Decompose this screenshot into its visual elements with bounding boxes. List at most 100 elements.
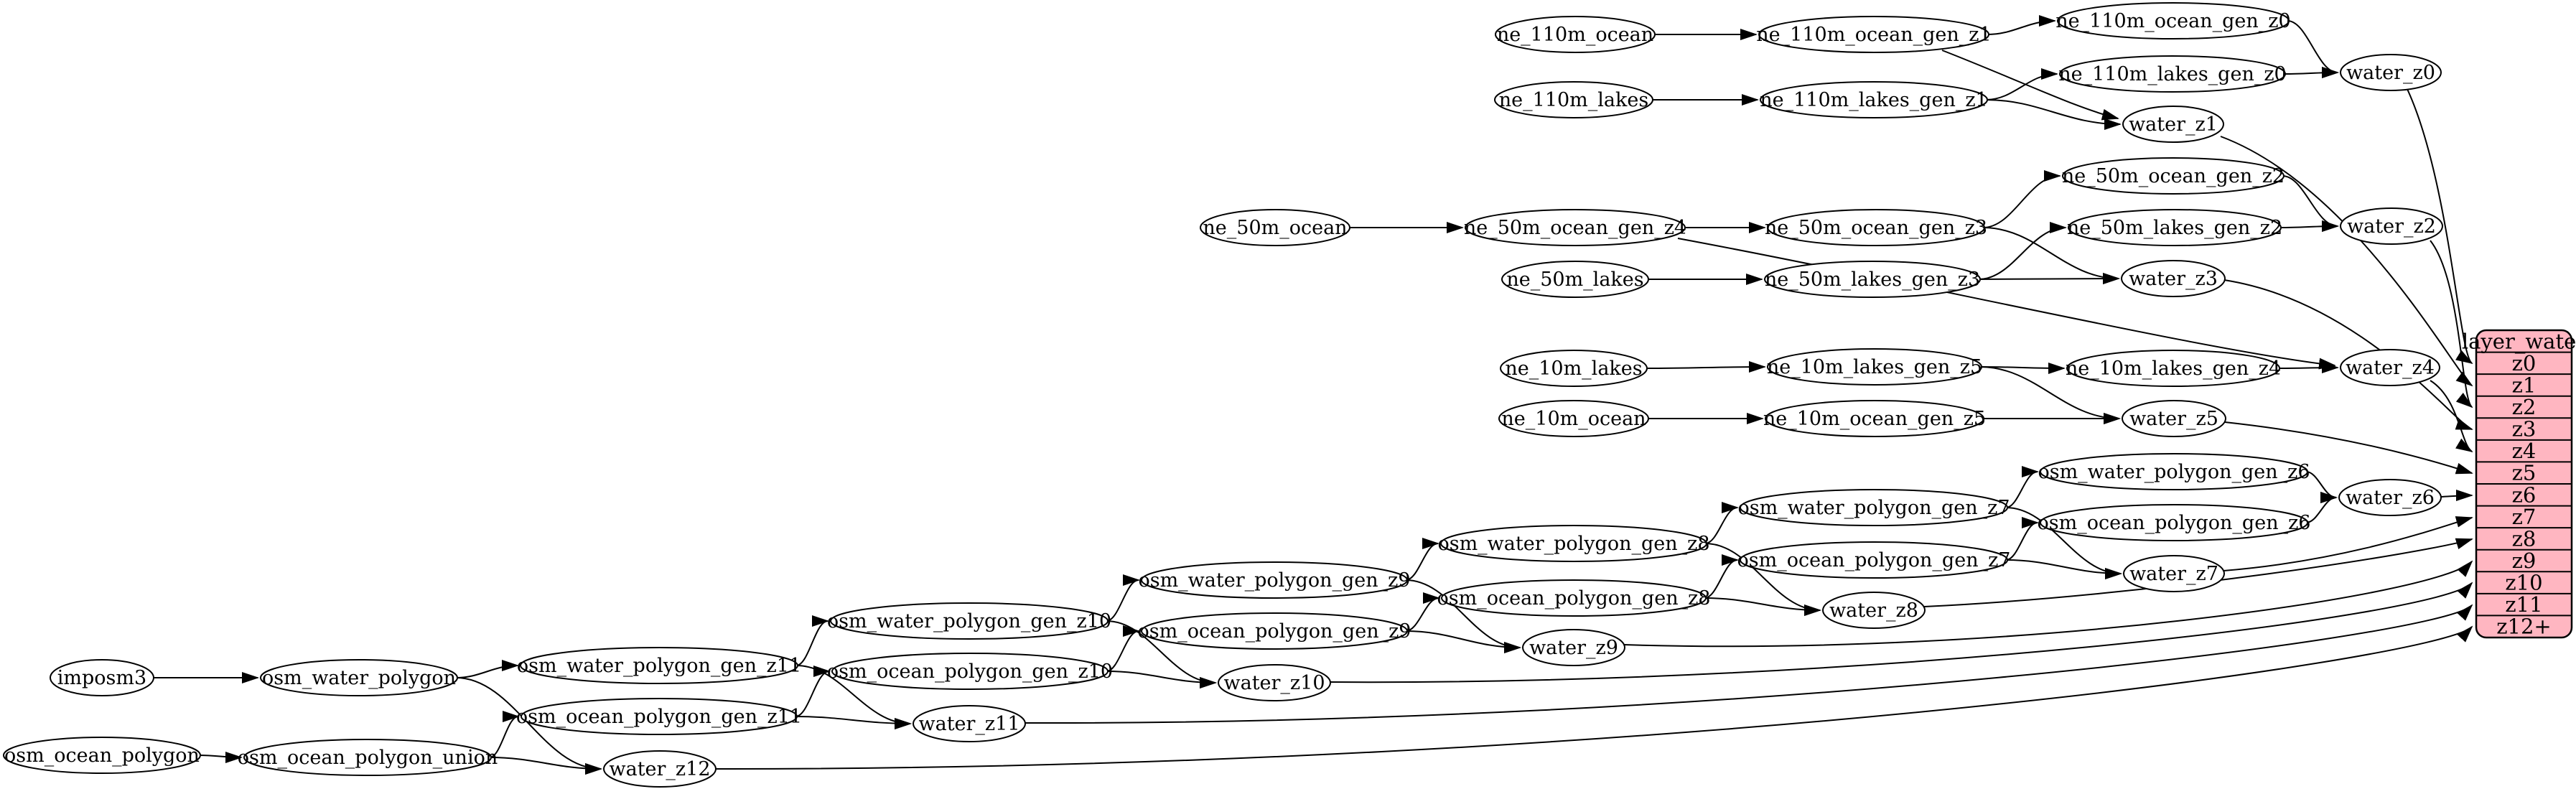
node-ellipse-osm_ocean_polygon_gen_z9 (1141, 612, 1408, 650)
node-ellipse-osm_ocean_polygon_gen_z8 (1441, 579, 1707, 617)
node-ellipse-water_z2 (2340, 207, 2443, 245)
node-osm_water_polygon_gen_z7: osm_water_polygon_gen_z7 (1737, 489, 2010, 526)
table-row-z4: z4 (2512, 439, 2537, 463)
table-header-label: layer_water (2462, 329, 2576, 354)
node-ellipse-osm_water_polygon_gen_z8 (1440, 525, 1707, 562)
node-osm_ocean_polygon_gen_z9: osm_ocean_polygon_gen_z9 (1138, 612, 1411, 650)
table-row-z11: z11 (2505, 592, 2542, 617)
edge-ne_110m_lakes_gen_z0-to-water_z0 (2283, 67, 2339, 79)
node-ellipse-ne_110m_lakes_gen_z0 (2059, 55, 2286, 93)
edge-water_z4-to-layer_water-z4 (2430, 380, 2473, 453)
table-row-z10: z10 (2505, 571, 2542, 595)
node-label-ne_110m_lakes: ne_110m_lakes (1499, 89, 1648, 111)
node-label-osm_water_polygon_gen_z10: osm_water_polygon_gen_z10 (827, 610, 1111, 632)
edge-water_z2-to-layer_water-z2 (2430, 240, 2473, 408)
node-ellipse-water_z0 (2340, 54, 2442, 91)
node-ne_110m_ocean: ne_110m_ocean (1495, 16, 1656, 53)
node-osm_ocean_polygon_gen_z10: osm_ocean_polygon_gen_z10 (827, 653, 1113, 690)
node-ellipse-osm_ocean_polygon_union (243, 739, 492, 776)
node-ne_10m_lakes_gen_z5: ne_10m_lakes_gen_z5 (1767, 348, 1982, 386)
node-ellipse-osm_water_polygon_gen_z6 (2040, 453, 2308, 490)
node-ellipse-ne_50m_ocean (1200, 209, 1350, 246)
node-label-water_z11: water_z11 (918, 713, 1019, 735)
node-label-ne_110m_ocean: ne_110m_ocean (1497, 24, 1653, 46)
node-ellipse-water_z4 (2340, 349, 2440, 386)
node-label-ne_10m_lakes_gen_z4: ne_10m_lakes_gen_z4 (2066, 358, 2281, 380)
node-ellipse-water_z3 (2121, 260, 2226, 297)
edge-water_z0-to-layer_water-z0 (2406, 87, 2473, 365)
node-label-osm_water_polygon_gen_z9: osm_water_polygon_gen_z9 (1138, 569, 1410, 592)
table-row-z8: z8 (2512, 526, 2537, 551)
node-ellipse-water_z8 (1822, 592, 1926, 629)
edge-ne_110m_ocean_gen_z1-to-ne_110m_ocean_gen_z0 (1987, 15, 2056, 35)
edge-osm_ocean_polygon_gen_z9-to-osm_ocean_polygon_gen_z8 (1405, 592, 1440, 632)
edge-ne_110m_lakes_gen_z1-to-water_z1 (1985, 99, 2122, 130)
node-ellipse-ne_10m_lakes_gen_z4 (2066, 350, 2280, 387)
edge-osm_ocean_polygon_gen_z7-to-water_z7 (2005, 559, 2122, 579)
node-ne_10m_lakes_gen_z4: ne_10m_lakes_gen_z4 (2066, 350, 2281, 387)
node-ellipse-ne_50m_ocean_gen_z4 (1465, 209, 1686, 246)
node-ellipse-ne_50m_lakes_gen_z3 (1764, 261, 1981, 298)
node-ellipse-ne_10m_lakes_gen_z5 (1767, 348, 1982, 386)
edge-osm_water_polygon_gen_z6-to-water_z6 (2305, 471, 2338, 503)
edge-osm_ocean_polygon_gen_z6-to-water_z6 (2305, 492, 2338, 523)
node-ne_50m_lakes_gen_z2: ne_50m_lakes_gen_z2 (2067, 209, 2282, 246)
edge-water_z12-to-layer_water-z12+ (714, 625, 2473, 770)
node-osm_water_polygon: osm_water_polygon (260, 659, 458, 696)
edge-water_z11-to-layer_water-z11 (1024, 604, 2473, 724)
node-label-ne_10m_ocean: ne_10m_ocean (1501, 408, 1646, 430)
node-label-ne_50m_ocean: ne_50m_ocean (1203, 217, 1347, 239)
edge-osm_water_polygon_gen_z8-to-water_z8 (1704, 543, 1821, 616)
node-label-water_z4: water_z4 (2346, 357, 2435, 379)
node-ne_110m_ocean_gen_z1: ne_110m_ocean_gen_z1 (1756, 16, 1992, 53)
edge-osm_ocean_polygon_union-to-water_z12 (489, 757, 602, 775)
node-ellipse-osm_water_polygon_gen_z7 (1740, 489, 2008, 526)
node-ellipse-osm_ocean_polygon_gen_z7 (1740, 541, 2008, 579)
node-ellipse-osm_water_polygon_gen_z10 (830, 602, 1109, 640)
node-ellipse-osm_water_polygon_gen_z9 (1141, 561, 1408, 599)
node-ne_10m_ocean: ne_10m_ocean (1498, 400, 1649, 437)
node-label-water_z6: water_z6 (2346, 487, 2435, 509)
node-osm_water_polygon_gen_z9: osm_water_polygon_gen_z9 (1138, 561, 1411, 599)
node-osm_ocean_polygon_gen_z7: osm_ocean_polygon_gen_z7 (1737, 541, 2011, 579)
node-ellipse-ne_50m_lakes_gen_z2 (2068, 209, 2282, 246)
node-ellipse-imposm3 (50, 659, 154, 696)
node-label-water_z3: water_z3 (2129, 268, 2218, 290)
node-osm_ocean_polygon_gen_z8: osm_ocean_polygon_gen_z8 (1437, 579, 1710, 617)
node-label-osm_water_polygon_gen_z6: osm_water_polygon_gen_z6 (2038, 461, 2310, 483)
node-ellipse-water_z5 (2122, 400, 2226, 437)
node-osm_water_polygon_gen_z6: osm_water_polygon_gen_z6 (2038, 453, 2310, 490)
edge-ne_10m_lakes-to-ne_10m_lakes_gen_z5 (1645, 361, 1766, 373)
node-ne_10m_lakes: ne_10m_lakes (1500, 350, 1648, 387)
node-water_z4: water_z4 (2340, 349, 2440, 386)
node-label-osm_water_polygon_gen_z7: osm_water_polygon_gen_z7 (1737, 497, 2010, 519)
node-water_z8: water_z8 (1822, 592, 1926, 629)
node-water_z0: water_z0 (2340, 54, 2442, 91)
table-row-z12+: z12+ (2496, 615, 2551, 639)
node-label-osm_water_polygon_gen_z8: osm_water_polygon_gen_z8 (1437, 533, 1709, 555)
edge-osm_ocean_polygon_gen_z8-to-water_z8 (1704, 597, 1821, 616)
node-label-water_z5: water_z5 (2129, 408, 2218, 430)
node-osm_ocean_polygon: osm_ocean_polygon (3, 737, 201, 774)
node-ellipse-ne_110m_ocean_gen_z0 (2057, 2, 2290, 39)
table-row-z9: z9 (2512, 548, 2537, 573)
edge-water_z8-to-layer_water-z8 (1923, 538, 2473, 607)
node-ellipse-ne_10m_lakes (1500, 350, 1648, 387)
node-ellipse-osm_ocean_polygon_gen_z6 (2040, 504, 2308, 541)
node-label-ne_110m_lakes_gen_z1: ne_110m_lakes_gen_z1 (1760, 89, 1988, 111)
node-ellipse-water_z10 (1218, 664, 1331, 701)
node-label-water_z10: water_z10 (1223, 672, 1325, 694)
node-label-water_z0: water_z0 (2346, 62, 2435, 84)
node-osm_water_polygon_gen_z8: osm_water_polygon_gen_z8 (1437, 525, 1710, 562)
edge-osm_ocean_polygon-to-osm_ocean_polygon_union (198, 751, 243, 763)
node-ellipse-osm_water_polygon_gen_z11 (520, 647, 798, 684)
table-row-z1: z1 (2512, 373, 2537, 397)
edge-water_z7-to-layer_water-z7 (2223, 516, 2473, 571)
node-label-ne_110m_lakes_gen_z0: ne_110m_lakes_gen_z0 (2058, 63, 2287, 85)
node-water_z3: water_z3 (2121, 260, 2226, 297)
node-label-osm_ocean_polygon_gen_z7: osm_ocean_polygon_gen_z7 (1737, 549, 2011, 571)
edge-osm_water_polygon-to-water_z12 (455, 677, 602, 775)
node-label-osm_ocean_polygon_gen_z9: osm_ocean_polygon_gen_z9 (1138, 620, 1411, 643)
edge-ne_50m_ocean_gen_z2-to-water_z2 (2282, 175, 2339, 232)
